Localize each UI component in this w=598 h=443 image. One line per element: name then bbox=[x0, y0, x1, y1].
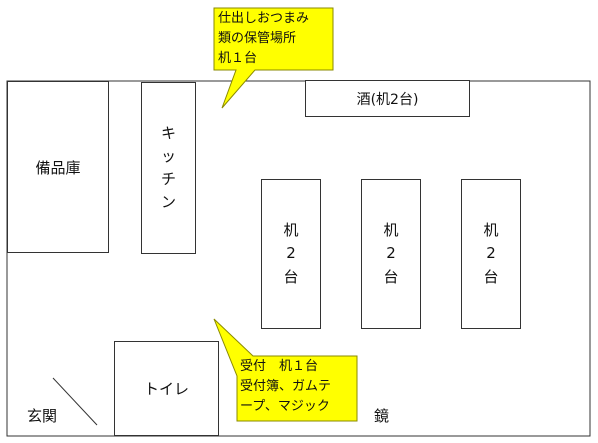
toilet-room: トイレ bbox=[114, 341, 219, 436]
table-char: 2 bbox=[386, 244, 396, 263]
top-callout-shape bbox=[213, 7, 334, 109]
table-char: 机 bbox=[383, 221, 399, 240]
reception-callout-shape bbox=[213, 318, 358, 422]
table-char: 2 bbox=[286, 244, 296, 263]
table-2: 机 2 台 bbox=[361, 179, 421, 329]
reception-callout-text: 受付 机１台 受付簿、ガムテ ープ、マジック bbox=[240, 357, 331, 417]
entrance-label: 玄関 bbox=[27, 407, 58, 425]
sake-table: 酒(机2台) bbox=[305, 80, 470, 117]
callout-line: ープ、マジック bbox=[240, 399, 330, 414]
table-char: 台 bbox=[483, 267, 499, 286]
room-outline bbox=[6, 80, 591, 437]
toilet-label: トイレ bbox=[143, 380, 189, 398]
callout-line: 受付簿、ガムテ bbox=[240, 379, 332, 394]
top-callout-text: 仕出しおつまみ 類の保管場所 机１台 bbox=[218, 9, 309, 69]
callout-line: 仕出しおつまみ bbox=[218, 11, 310, 26]
table-char: 台 bbox=[383, 267, 399, 286]
kitchen-char: チ bbox=[160, 170, 176, 188]
kitchen-room: キ ッ チ ン bbox=[141, 82, 196, 254]
kitchen-char: キ bbox=[160, 123, 176, 142]
table-char: 2 bbox=[486, 244, 496, 263]
callout-line: 机１台 bbox=[218, 51, 258, 66]
table-char: 机 bbox=[483, 221, 499, 240]
table-1: 机 2 台 bbox=[261, 179, 321, 329]
entrance-door-line bbox=[52, 377, 98, 426]
kitchen-char: ン bbox=[160, 193, 176, 212]
callout-line: 類の保管場所 bbox=[218, 31, 297, 46]
table-3: 机 2 台 bbox=[461, 179, 521, 329]
mirror-label: 鏡 bbox=[374, 407, 390, 425]
kitchen-char: ッ bbox=[160, 146, 176, 165]
table-char: 台 bbox=[283, 267, 299, 286]
sake-table-label: 酒(机2台) bbox=[356, 91, 419, 108]
callout-line: 受付 机１台 bbox=[240, 359, 319, 374]
table-char: 机 bbox=[283, 221, 299, 240]
storage-room-label: 備品庫 bbox=[35, 158, 81, 177]
storage-room: 備品庫 bbox=[7, 81, 109, 253]
